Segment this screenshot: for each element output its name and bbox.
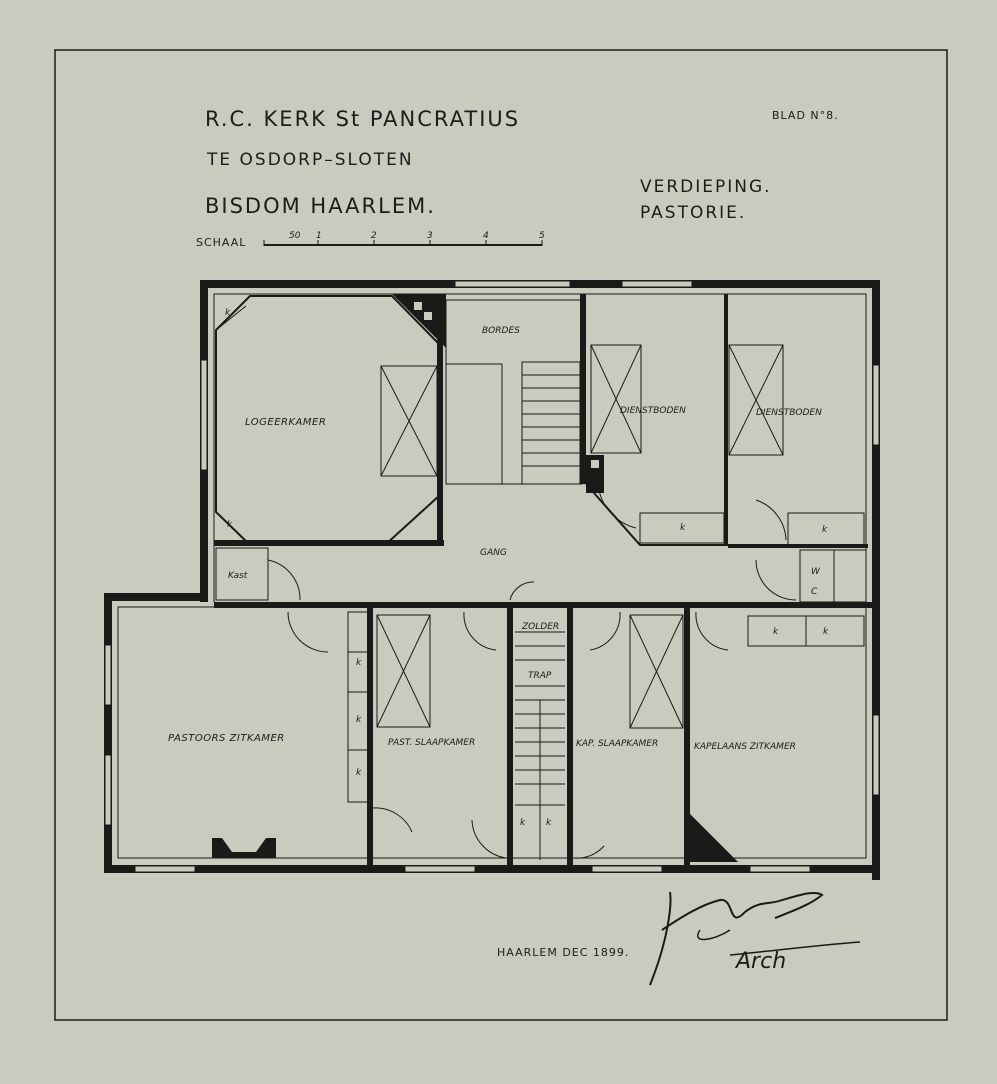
closet-mark: k bbox=[680, 523, 686, 533]
scale-tick-1: 1 bbox=[316, 231, 322, 241]
room-trap: TRAP bbox=[528, 671, 552, 681]
room-logeerkamer: LOGEERKAMER bbox=[245, 417, 326, 428]
signature-role: Arch bbox=[734, 949, 786, 974]
room-wc-c: C bbox=[811, 587, 818, 597]
closet-mark: k bbox=[227, 520, 233, 530]
room-dienstboden-2: DIENSTBODEN bbox=[756, 408, 822, 418]
room-dienstboden-1: DIENSTBODEN bbox=[620, 406, 686, 416]
scale-tick-4: 4 bbox=[483, 231, 489, 241]
drawing-subject-2: PASTORIE. bbox=[640, 203, 746, 223]
room-gang: GANG bbox=[480, 548, 507, 558]
room-past-slaapkamer: PAST. SLAAPKAMER bbox=[388, 738, 475, 748]
drawing-subject-1: VERDIEPING. bbox=[640, 177, 772, 197]
title-line-1: R.C. KERK St PANCRATIUS bbox=[205, 107, 520, 131]
title-line-2: TE OSDORP–SLOTEN bbox=[206, 150, 414, 170]
closet-mark: k bbox=[356, 768, 362, 778]
title-line-3: BISDOM HAARLEM. bbox=[205, 194, 436, 218]
room-pastoors-zitkamer: PASTOORS ZITKAMER bbox=[168, 733, 285, 744]
closet-mark: k bbox=[356, 715, 362, 725]
scale-tick-50: 50 bbox=[289, 231, 301, 241]
scale-bar bbox=[263, 240, 543, 246]
closet-mark: k bbox=[520, 818, 526, 828]
closet-mark: k bbox=[822, 525, 828, 535]
scale-label: SCHAAL bbox=[196, 236, 246, 249]
scale-tick-3: 3 bbox=[427, 231, 433, 241]
sheet-border bbox=[54, 49, 948, 1021]
closet-mark: k bbox=[356, 658, 362, 668]
room-kap-slaapkamer: KAP. SLAAPKAMER bbox=[576, 739, 658, 749]
room-wc-w: W bbox=[811, 567, 821, 577]
place-date: HAARLEM DEC 1899. bbox=[497, 946, 629, 959]
sheet-number: BLAD N°8. bbox=[772, 109, 839, 122]
floor-plan bbox=[104, 280, 880, 880]
closet-mark: k bbox=[773, 627, 779, 637]
scale-tick-5: 5 bbox=[539, 231, 545, 241]
scale-tick-2: 2 bbox=[371, 231, 377, 241]
architect-signature bbox=[649, 891, 824, 986]
closet-mark: k bbox=[225, 308, 231, 318]
room-bordes: BORDES bbox=[482, 326, 520, 336]
room-kast: Kast bbox=[228, 571, 248, 581]
closet-mark: k bbox=[546, 818, 552, 828]
closet-mark: k bbox=[823, 627, 829, 637]
signature-flourish bbox=[729, 941, 861, 956]
room-zolder: ZOLDER bbox=[521, 622, 559, 632]
room-kapelaans-zitkamer: KAPELAANS ZITKAMER bbox=[694, 742, 796, 752]
